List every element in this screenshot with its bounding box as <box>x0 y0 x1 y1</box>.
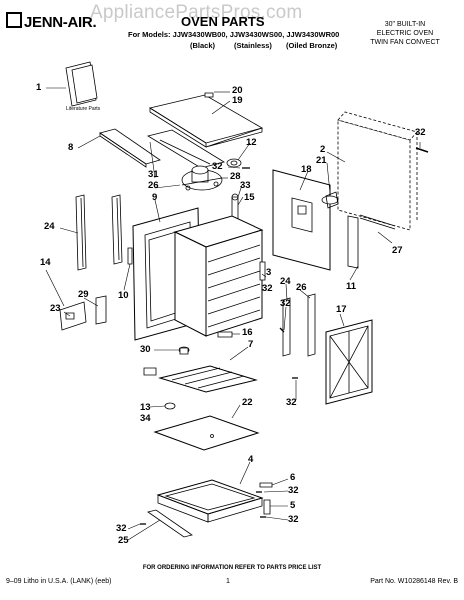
rear-trim-left <box>283 298 290 356</box>
callout-label: 11 <box>346 281 357 292</box>
leader-lines <box>46 88 420 540</box>
callout-label: 32 <box>262 283 273 294</box>
wire-conduit <box>348 215 395 268</box>
callout-label: 15 <box>244 192 255 203</box>
callout-label: 2 <box>320 144 326 155</box>
callout-label: 32 <box>288 485 299 496</box>
control-knob <box>179 347 189 354</box>
vent-duct <box>148 130 224 168</box>
callout-label: 1 <box>36 82 42 93</box>
oven-light <box>144 368 175 409</box>
callout-label: 26 <box>148 180 159 191</box>
callout-label: 32 <box>116 523 127 534</box>
rear-trim-right <box>308 294 315 356</box>
callout-label: 6 <box>290 472 296 483</box>
callout-label: 5 <box>290 500 296 511</box>
screws <box>140 168 298 524</box>
bottom-trim <box>148 510 192 537</box>
callout-label: 14 <box>40 257 51 268</box>
callout-label: 10 <box>118 290 129 301</box>
top-panel <box>150 93 262 147</box>
rack-support <box>218 332 232 337</box>
callout-label: 24 <box>280 276 291 287</box>
outer-wrap <box>338 112 417 230</box>
callout-label: 31 <box>148 169 159 180</box>
part-number: Part No. W10286148 Rev. B <box>370 578 458 585</box>
element-bracket <box>322 192 338 208</box>
callout-label: 21 <box>316 155 327 166</box>
callout-label: 9 <box>152 192 158 203</box>
brand-name: JENN-AIR. <box>24 14 97 31</box>
logo-mark-icon <box>6 12 22 28</box>
callout-label: 27 <box>392 245 403 256</box>
product-desc-line: ELECTRIC OVEN <box>376 30 434 37</box>
brand-logo: JENN-AIR. <box>6 12 97 31</box>
callout-label: 32 <box>288 514 299 525</box>
callout-label: 16 <box>242 327 253 338</box>
trim-strip <box>100 129 160 167</box>
callout-label: 33 <box>240 180 251 191</box>
callout-label: 28 <box>230 171 241 182</box>
finish-oiled-bronze: (Oiled Bronze) <box>286 41 338 50</box>
blower-motor <box>182 166 222 190</box>
callout-label: 32 <box>415 127 426 138</box>
side-trim-left <box>76 195 86 270</box>
rear-panel <box>273 170 330 270</box>
finish-stainless: (Stainless) <box>234 41 272 50</box>
literature-label: Literature Parts <box>66 106 101 112</box>
callout-label: 24 <box>44 221 55 232</box>
oven-cavity <box>175 216 262 336</box>
page-title: OVEN PARTS <box>181 14 265 29</box>
oven-bottom-panel <box>155 416 258 450</box>
product-description: 30" BUILT-IN ELECTRIC OVEN TWIN FAN CONV… <box>360 20 450 47</box>
ordering-info: FOR ORDERING INFORMATION REFER TO PARTS … <box>142 565 322 571</box>
callout-label: 30 <box>140 344 151 355</box>
oven-bottom-tray <box>158 480 262 522</box>
callout-label: 8 <box>68 142 74 153</box>
bottom-bracket <box>60 296 106 330</box>
callout-label: 4 <box>248 454 254 465</box>
callout-label: 3 <box>266 267 272 278</box>
callout-label: 7 <box>248 339 254 350</box>
callout-label: 25 <box>118 535 129 546</box>
callout-label: 22 <box>242 397 253 408</box>
product-desc-line: 30" BUILT-IN <box>384 21 426 28</box>
callout-label: 32 <box>212 161 223 172</box>
oven-rack-upper <box>160 366 256 392</box>
literature-booklet <box>66 62 97 106</box>
page-number: 1 <box>226 578 230 585</box>
callout-label: 23 <box>50 303 61 314</box>
fan-blade <box>227 159 241 167</box>
product-desc-line: TWIN FAN CONVECT <box>370 39 440 46</box>
callout-label: 34 <box>140 413 151 424</box>
watermark: AppliancePartsPros.com <box>90 2 303 23</box>
callout-label: 12 <box>246 137 257 148</box>
callout-label: 13 <box>140 402 151 413</box>
callout-label: 29 <box>78 289 89 300</box>
callout-label: 20 <box>232 85 243 96</box>
callout-label: 26 <box>296 282 307 293</box>
callout-label: 32 <box>280 298 291 309</box>
screw <box>416 148 428 152</box>
callout-label: 32 <box>286 397 297 408</box>
models-line: For Models: JJW3430WB00, JJW3430WS00, JJ… <box>128 30 340 39</box>
callout-label: 18 <box>301 164 312 175</box>
callout-label: 19 <box>232 95 243 106</box>
litho-info: 9–09 Litho in U.S.A. (LANK) (eeb) <box>6 578 112 585</box>
insulation-back-panel <box>326 320 372 404</box>
hinge-part <box>260 262 265 280</box>
clip-part <box>128 248 132 264</box>
finish-black: (Black) <box>190 41 216 50</box>
callout-label: 17 <box>336 304 347 315</box>
side-trim-inner <box>112 195 122 264</box>
